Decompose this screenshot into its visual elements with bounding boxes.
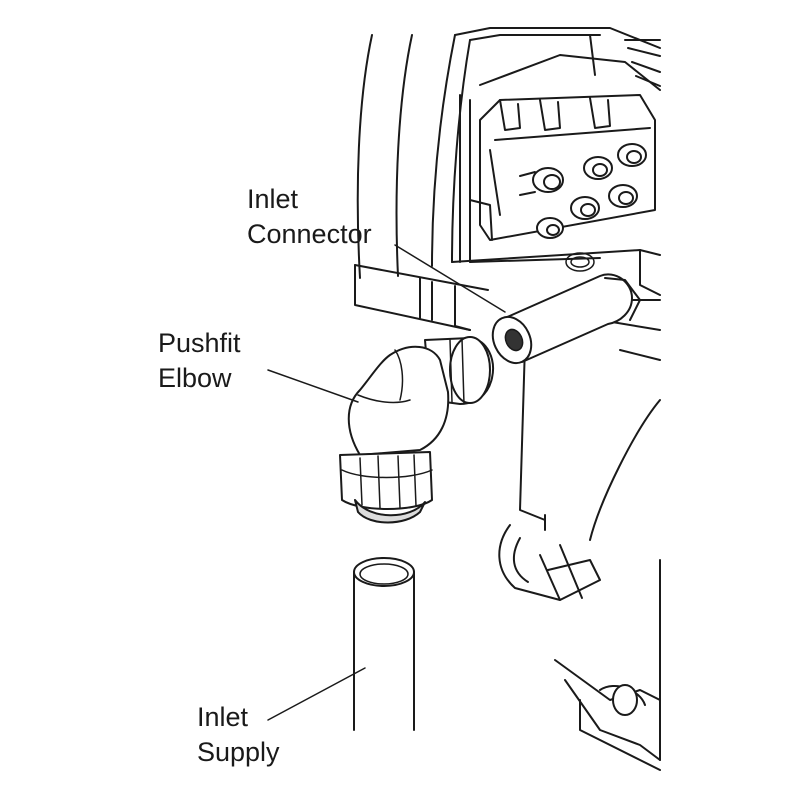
terminal-block xyxy=(469,94,656,241)
leader-line-inlet-supply xyxy=(267,667,366,721)
label-pushfit-elbow-line2: Elbow xyxy=(158,363,232,393)
label-inlet-connector-line2: Connector xyxy=(247,219,372,249)
label-inlet-supply-line2: Supply xyxy=(197,737,280,767)
pushfit-elbow xyxy=(339,336,494,524)
label-pushfit-elbow-line1: Pushfit xyxy=(158,328,241,358)
leader-line-inlet-connector xyxy=(394,244,506,313)
label-inlet-connector-line1: Inlet xyxy=(247,184,299,214)
label-inlet-connector: Inlet Connector xyxy=(247,182,372,252)
inlet-connector-spigot xyxy=(491,252,641,365)
label-inlet-supply: Inlet Supply xyxy=(197,700,280,770)
boiler-housing xyxy=(356,27,661,761)
label-inlet-supply-line1: Inlet xyxy=(197,702,249,732)
lower-bracket xyxy=(498,524,661,771)
mounting-bracket xyxy=(354,264,489,331)
leader-line-pushfit-elbow xyxy=(267,369,359,403)
inlet-supply-pipe xyxy=(353,557,415,731)
label-pushfit-elbow: Pushfit Elbow xyxy=(158,326,241,396)
